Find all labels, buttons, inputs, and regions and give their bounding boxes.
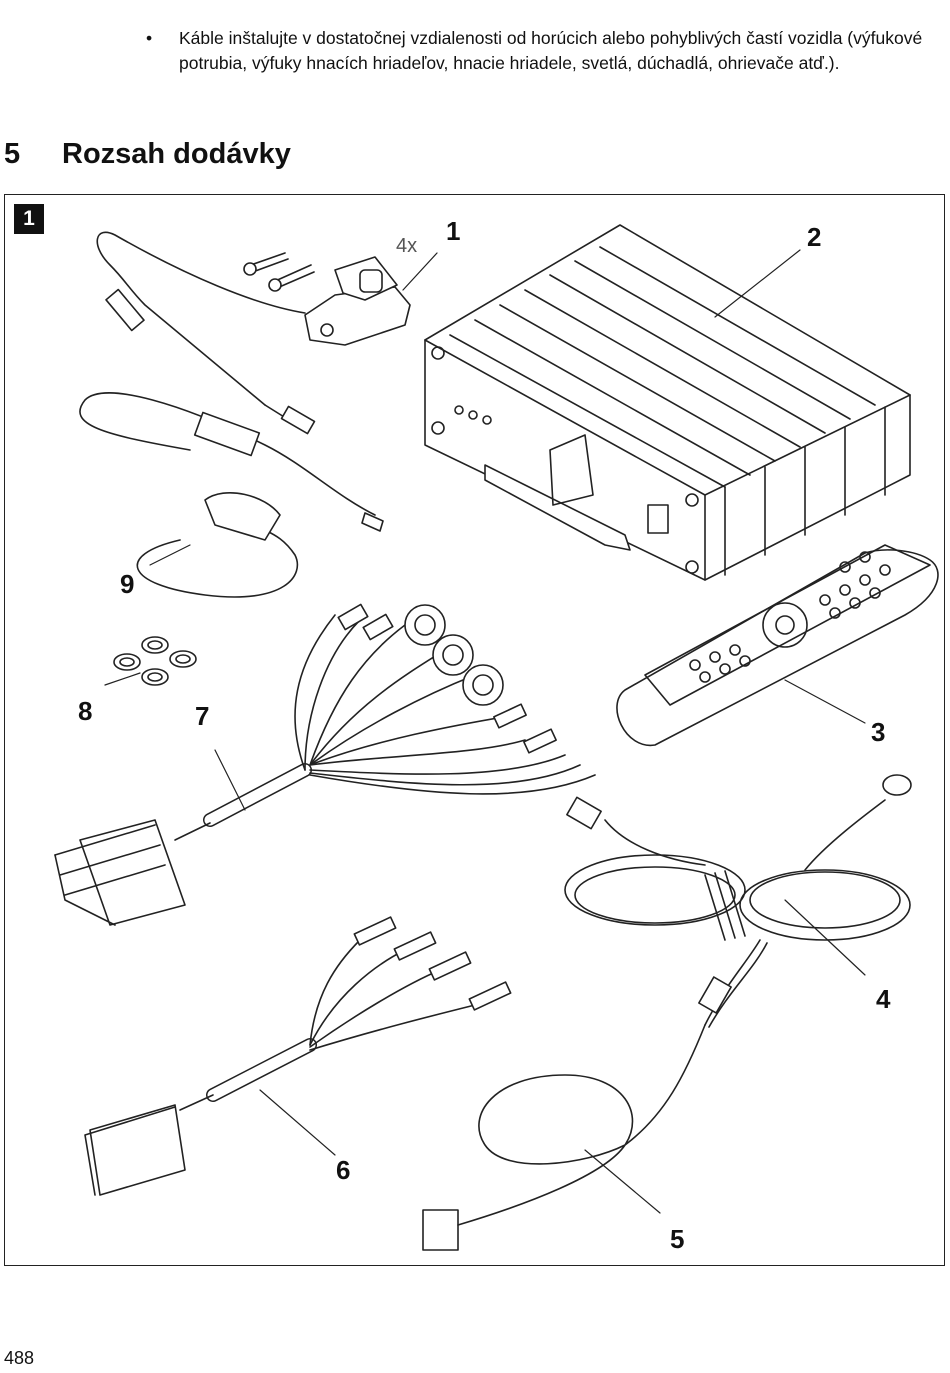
bullet-text: Káble inštalujte v dostatočnej vzdialeno… bbox=[179, 28, 923, 73]
av-harness-drawing bbox=[84, 916, 512, 1196]
callout-9: 9 bbox=[120, 569, 135, 599]
callout-3: 3 bbox=[871, 717, 886, 747]
callout-5: 5 bbox=[670, 1224, 685, 1254]
callout-8: 8 bbox=[78, 696, 93, 726]
section-title: Rozsah dodávky bbox=[62, 138, 291, 170]
page-number: 488 bbox=[4, 1348, 35, 1368]
scope-of-delivery-figure: 1 4x 1 2 3 4 5 6 7 8 9 bbox=[4, 194, 945, 1266]
quantity-label: 4x bbox=[396, 235, 418, 257]
figure-badge: 1 bbox=[14, 204, 44, 234]
callout-6: 6 bbox=[336, 1155, 351, 1185]
o-rings-drawing bbox=[113, 636, 197, 686]
callout-2: 2 bbox=[807, 222, 822, 252]
coiled-cable-drawing bbox=[564, 774, 912, 941]
leader-lines bbox=[104, 249, 866, 1214]
main-harness-drawing bbox=[54, 603, 596, 926]
section-number: 5 bbox=[4, 138, 21, 170]
remote-control-drawing bbox=[616, 544, 939, 746]
callout-7: 7 bbox=[195, 701, 210, 731]
camera-cable-drawing bbox=[79, 392, 384, 598]
bullet-dot: • bbox=[146, 28, 153, 48]
camera-drawing bbox=[96, 231, 411, 435]
callout-1: 1 bbox=[446, 216, 461, 246]
illustration bbox=[54, 224, 939, 1251]
callout-4: 4 bbox=[876, 984, 891, 1014]
recorder-box-drawing bbox=[424, 224, 911, 581]
power-cable-drawing bbox=[422, 939, 768, 1251]
